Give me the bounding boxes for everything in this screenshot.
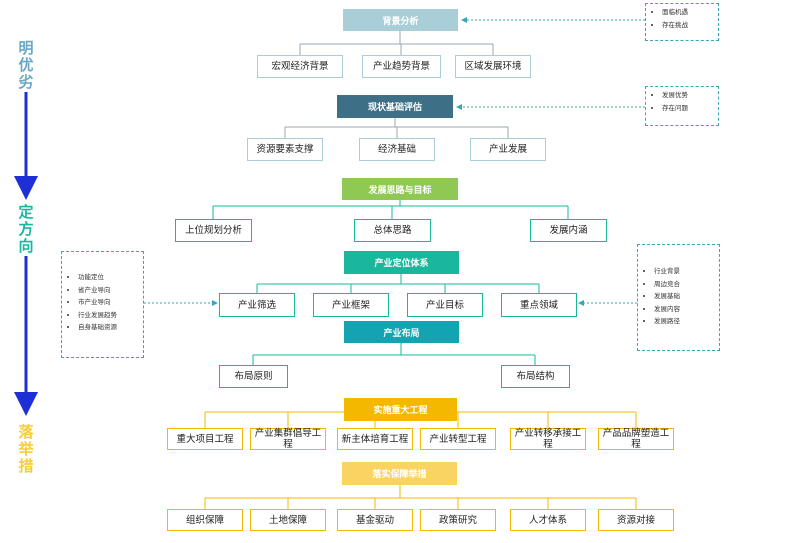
box-layout-principle: 布局原则: [219, 365, 288, 388]
box-guarantee-4: 人才体系: [510, 509, 586, 531]
note-item: 发展内容: [654, 305, 713, 313]
note-item: 面临机遇: [662, 8, 712, 16]
box-overall-thinking: 总体思路: [354, 219, 431, 242]
note-item: 市产业导向: [78, 298, 137, 306]
box-project-1: 产业集群倡导工程: [250, 428, 326, 450]
box-industry-framework: 产业框架: [313, 293, 389, 317]
box-guarantee-1: 土地保障: [250, 509, 326, 531]
box-project-3: 产业转型工程: [420, 428, 496, 450]
note-item: 发展优势: [662, 91, 712, 99]
box-guarantee-0: 组织保障: [167, 509, 243, 531]
box-regional-environment: 区域发展环境: [455, 55, 531, 78]
note-item: 存在挑战: [662, 21, 712, 29]
box-key-areas: 重点领域: [501, 293, 577, 317]
stage-label-advantages: 明优劣: [18, 39, 34, 91]
box-economic-base: 经济基础: [359, 138, 435, 161]
header-status-assessment-text: 现状基础评估: [367, 103, 422, 113]
header-background-analysis-text: 背景分析: [382, 16, 419, 27]
box-guarantee-2: 基金驱动: [337, 509, 413, 531]
box-industry-target: 产业目标: [407, 293, 483, 317]
header-guarantee-measures: 落实保障举措: [342, 462, 457, 485]
box-industry-trend: 产业趋势背景: [362, 55, 441, 78]
note-positioning-left: 功能定位 省产业导向 市产业导向 行业发展趋势 自身基础资源: [61, 251, 144, 358]
header-major-projects-text: 实施重大工程: [373, 406, 428, 416]
box-project-4: 产业转移承接工程: [510, 428, 586, 450]
box-project-0: 重大项目工程: [167, 428, 243, 450]
box-guarantee-5: 资源对接: [598, 509, 674, 531]
box-layout-structure: 布局结构: [501, 365, 570, 388]
header-industry-layout-text: 产业布局: [383, 328, 420, 339]
header-industry-layout: 产业布局: [344, 321, 459, 343]
header-guarantee-measures-text: 落实保障举措: [372, 470, 427, 480]
note-item: 发展基础: [654, 292, 713, 300]
note-item: 行业发展趋势: [78, 311, 137, 319]
stage-label-measures: 落举措: [18, 423, 34, 475]
box-upper-plan: 上位规划分析: [175, 219, 252, 242]
note-item: 周边竞合: [654, 280, 713, 288]
box-development-connotation: 发展内涵: [530, 219, 607, 242]
note-item: 省产业导向: [78, 286, 137, 294]
note-item: 发展路径: [654, 317, 713, 325]
header-thinking-goals: 发展思路与目标: [342, 178, 458, 200]
header-industry-positioning-text: 产业定位体系: [374, 259, 429, 269]
header-major-projects: 实施重大工程: [344, 398, 457, 421]
box-industry-development: 产业发展: [470, 138, 546, 161]
note-item: 功能定位: [78, 273, 137, 281]
note-item: 自身基础资源: [78, 323, 137, 331]
header-industry-positioning: 产业定位体系: [344, 251, 459, 274]
header-status-assessment: 现状基础评估: [337, 95, 453, 118]
box-guarantee-3: 政策研究: [420, 509, 496, 531]
box-project-2: 新主体培育工程: [337, 428, 413, 450]
box-macro-economy: 宏观经济背景: [257, 55, 343, 78]
box-resource-support: 资源要素支撑: [247, 138, 323, 161]
header-background-analysis: 背景分析: [343, 9, 458, 31]
stage-label-direction: 定方向: [18, 203, 34, 255]
box-project-5: 产品品牌塑造工程: [598, 428, 674, 450]
note-background: 面临机遇 存在挑战: [645, 3, 719, 41]
note-item: 行业背景: [654, 267, 713, 275]
note-status: 发展优势 存在问题: [645, 86, 719, 126]
box-industry-screening: 产业筛选: [219, 293, 295, 317]
note-item: 存在问题: [662, 104, 712, 112]
header-thinking-goals-text: 发展思路与目标: [368, 185, 432, 196]
note-positioning-right: 行业背景 周边竞合 发展基础 发展内容 发展路径: [637, 244, 720, 351]
